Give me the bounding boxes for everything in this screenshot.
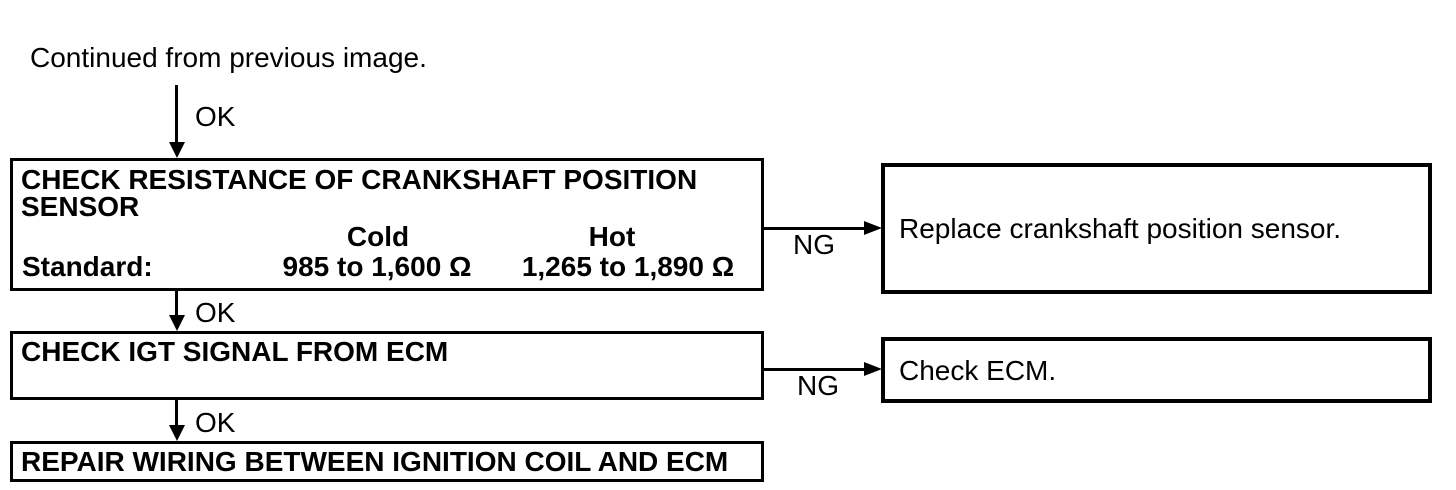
down-arrow-icon bbox=[169, 142, 185, 158]
step1-standard-label: Standard: bbox=[22, 251, 153, 282]
ok-label: OK bbox=[195, 297, 236, 328]
result-box-check-ecm: Check ECM. bbox=[881, 337, 1432, 403]
ng-label: NG bbox=[793, 229, 835, 260]
ng-label: NG bbox=[797, 370, 839, 401]
down-arrow-line bbox=[175, 85, 178, 143]
step-box-check-resistance: CHECK RESISTANCE OF CRANKSHAFT POSITION … bbox=[10, 158, 764, 291]
step1-hot-header: Hot bbox=[588, 221, 636, 252]
step2-title: CHECK IGT SIGNAL FROM ECM bbox=[21, 336, 449, 367]
right-arrow-icon bbox=[864, 362, 882, 376]
right-arrow-icon bbox=[864, 221, 882, 235]
step1-title-line1: CHECK RESISTANCE OF CRANKSHAFT POSITION bbox=[21, 164, 698, 195]
step1-title: CHECK RESISTANCE OF CRANKSHAFT POSITION … bbox=[21, 164, 698, 222]
intro-text: Continued from previous image. bbox=[30, 42, 427, 73]
ok-label: OK bbox=[195, 407, 236, 438]
result1-text: Replace crankshaft position sensor. bbox=[899, 213, 1342, 244]
step1-cold-value: 985 to 1,600 Ω bbox=[282, 251, 472, 282]
right-arrow-line bbox=[763, 368, 864, 371]
down-arrow-line bbox=[175, 291, 178, 316]
result-box-replace-sensor: Replace crankshaft position sensor. bbox=[881, 163, 1432, 294]
step3-title: REPAIR WIRING BETWEEN IGNITION COIL AND … bbox=[21, 446, 729, 477]
step-box-repair-wiring: REPAIR WIRING BETWEEN IGNITION COIL AND … bbox=[10, 441, 764, 482]
down-arrow-line bbox=[175, 400, 178, 426]
ok-label: OK bbox=[195, 101, 236, 132]
step1-hot-value: 1,265 to 1,890 Ω bbox=[521, 251, 735, 282]
right-arrow-line bbox=[763, 227, 864, 230]
step1-title-line2: SENSOR bbox=[21, 191, 140, 222]
step-box-check-igt: CHECK IGT SIGNAL FROM ECM bbox=[10, 331, 764, 400]
result2-text: Check ECM. bbox=[899, 354, 1057, 386]
step1-cold-header: Cold bbox=[346, 221, 410, 252]
down-arrow-icon bbox=[169, 425, 185, 441]
down-arrow-icon bbox=[169, 315, 185, 331]
